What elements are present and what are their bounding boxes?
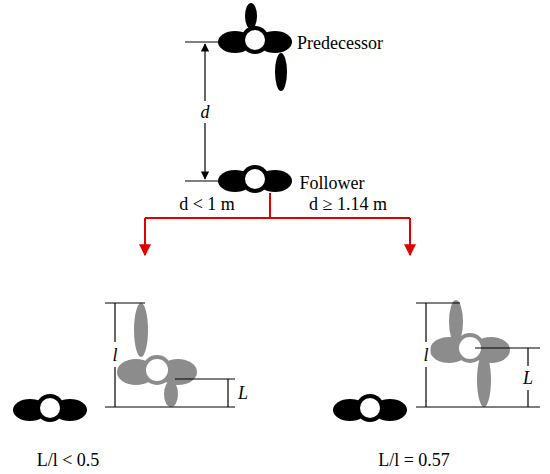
condition-label: d ≥ 1.14 m — [309, 195, 387, 213]
ratio-label: L/l < 0.5 — [37, 451, 100, 469]
dimension-label: l — [421, 346, 430, 364]
ratio-label: L/l = 0.57 — [378, 451, 450, 469]
drone-label: Predecessor — [297, 34, 383, 52]
drone-label: Follower — [300, 174, 365, 192]
dimension-label: L — [521, 369, 535, 387]
condition-label: d < 1 m — [179, 195, 235, 213]
dimension-label: L — [236, 384, 250, 402]
dimension-label: l — [110, 346, 119, 364]
dimension-label: d — [199, 103, 212, 121]
